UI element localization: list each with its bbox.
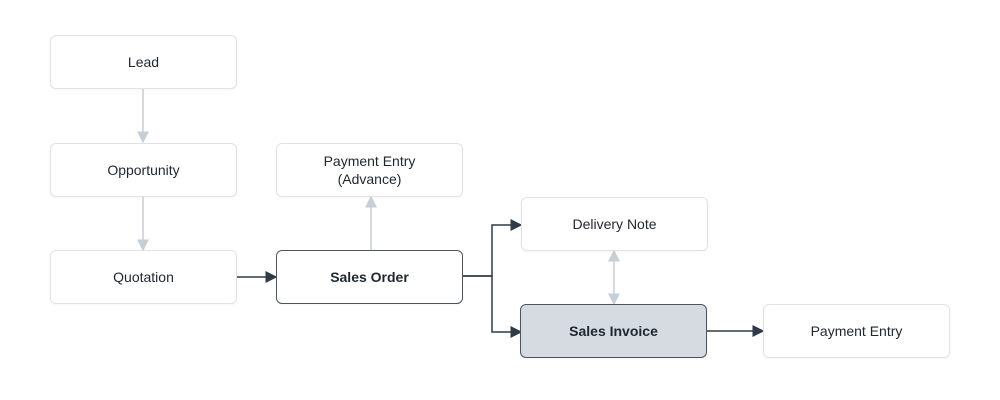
node-opportunity-label: Opportunity	[107, 162, 180, 178]
node-payment-entry-advance[interactable]: Payment Entry (Advance)	[276, 143, 463, 197]
node-payment-entry[interactable]: Payment Entry	[763, 304, 950, 358]
node-lead[interactable]: Lead	[50, 35, 237, 89]
node-delivery-note[interactable]: Delivery Note	[521, 197, 708, 251]
connector-sales-order-sales-invoice	[463, 275, 523, 338]
node-sales-invoice[interactable]: Sales Invoice	[520, 304, 707, 358]
node-sales-invoice-label: Sales Invoice	[569, 323, 658, 339]
node-sales-order-label: Sales Order	[330, 269, 409, 285]
node-lead-label: Lead	[127, 54, 160, 70]
node-opportunity[interactable]: Opportunity	[50, 143, 237, 197]
node-delivery-note-label: Delivery Note	[572, 216, 657, 232]
node-quotation[interactable]: Quotation	[50, 250, 237, 304]
node-payment-entry-advance-label-line2: (Advance)	[337, 171, 402, 187]
connector-sales-order-delivery-note	[463, 219, 523, 277]
node-payment-entry-label: Payment Entry	[810, 323, 903, 339]
node-quotation-label: Quotation	[113, 269, 174, 285]
node-payment-entry-advance-label-line1: Payment Entry	[323, 153, 416, 169]
node-sales-order[interactable]: Sales Order	[276, 250, 463, 304]
